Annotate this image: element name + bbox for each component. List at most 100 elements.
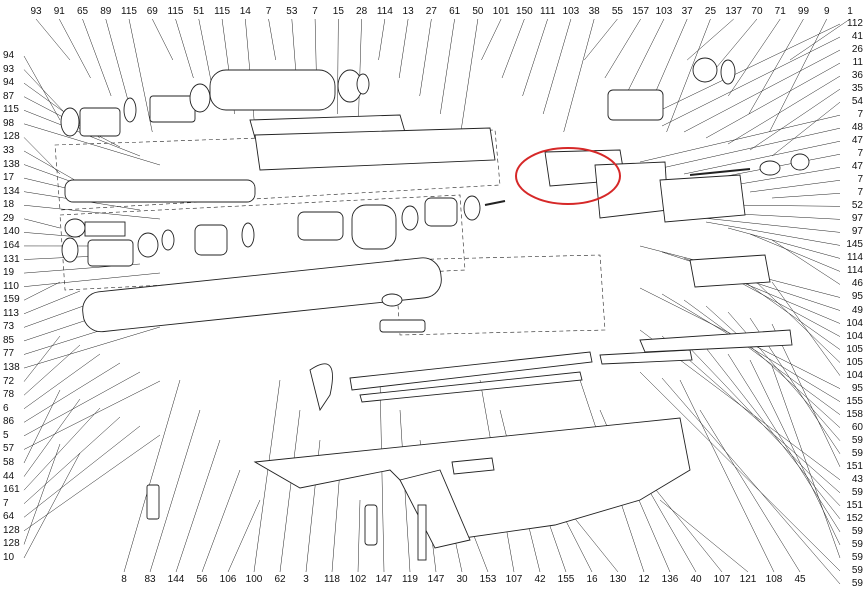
callout-right-3: 11 bbox=[852, 57, 863, 69]
callout-bottom-25: 108 bbox=[765, 574, 783, 585]
callout-right-14: 52 bbox=[851, 200, 863, 212]
callout-right-22: 49 bbox=[851, 304, 863, 316]
callout-right-17: 145 bbox=[846, 239, 863, 251]
callout-left-5: 98 bbox=[3, 117, 15, 129]
callout-right-23: 104 bbox=[846, 317, 863, 329]
callout-top-12: 7 bbox=[312, 6, 318, 17]
callout-right-10: 7 bbox=[857, 148, 863, 160]
callout-right-5: 35 bbox=[851, 83, 863, 95]
parts-drawing bbox=[54, 57, 810, 561]
small-parts bbox=[146, 484, 427, 561]
callout-right-12: 7 bbox=[857, 174, 863, 186]
callout-left-20: 73 bbox=[3, 321, 15, 333]
callout-top-30: 137 bbox=[725, 6, 743, 17]
callout-bottom-5: 100 bbox=[245, 574, 263, 585]
callout-left-34: 64 bbox=[3, 511, 15, 523]
callout-top-11: 53 bbox=[286, 6, 298, 17]
callout-left-2: 94 bbox=[3, 77, 15, 89]
callout-left-7: 33 bbox=[3, 144, 15, 156]
callout-right-29: 155 bbox=[846, 395, 863, 407]
callout-left-23: 138 bbox=[3, 362, 20, 374]
callout-top-0: 93 bbox=[30, 6, 42, 17]
callout-bottom-24: 121 bbox=[739, 574, 757, 585]
middle-tubes bbox=[61, 195, 506, 267]
callout-right-8: 48 bbox=[851, 122, 863, 134]
callout-top-1: 91 bbox=[53, 6, 65, 17]
callout-top-26: 157 bbox=[632, 6, 650, 17]
callout-right-7: 7 bbox=[857, 109, 863, 121]
callout-left-36: 128 bbox=[3, 538, 20, 550]
callout-bottom-2: 144 bbox=[167, 574, 185, 585]
callout-left-0: 94 bbox=[3, 50, 15, 61]
callout-right-42: 59 bbox=[851, 564, 863, 576]
callout-left-19: 113 bbox=[3, 307, 19, 319]
callout-bottom-4: 106 bbox=[219, 574, 237, 585]
callout-left-4: 115 bbox=[3, 104, 19, 116]
callout-top-32: 71 bbox=[774, 6, 786, 17]
callout-left-29: 57 bbox=[3, 443, 15, 455]
callout-top-13: 15 bbox=[332, 6, 344, 17]
callout-top-22: 111 bbox=[540, 6, 556, 17]
callout-bottom-20: 12 bbox=[638, 574, 650, 585]
callout-left-1: 93 bbox=[3, 63, 15, 75]
barrel-shroud bbox=[64, 114, 496, 333]
callout-right-20: 46 bbox=[851, 278, 863, 290]
callout-right-6: 54 bbox=[851, 96, 863, 108]
callout-right-30: 158 bbox=[846, 408, 863, 420]
callout-right-34: 151 bbox=[846, 460, 863, 472]
callout-right-9: 47 bbox=[851, 135, 863, 147]
receiver-block bbox=[544, 89, 771, 288]
callout-right-11: 47 bbox=[851, 161, 863, 173]
callout-right-31: 60 bbox=[851, 421, 863, 433]
callout-right-35: 43 bbox=[851, 473, 863, 485]
callout-right-24: 104 bbox=[846, 330, 863, 342]
callout-top-23: 103 bbox=[562, 6, 580, 17]
callout-right-39: 59 bbox=[851, 525, 863, 537]
callout-left-33: 7 bbox=[3, 497, 9, 509]
callout-right-27: 104 bbox=[846, 369, 863, 381]
callout-bottom-10: 147 bbox=[375, 574, 393, 585]
callout-top-4: 115 bbox=[121, 6, 137, 17]
callout-bottom-7: 3 bbox=[303, 574, 309, 585]
callout-top-27: 103 bbox=[655, 6, 673, 17]
callout-right-26: 105 bbox=[846, 356, 863, 368]
callout-bottom-1: 83 bbox=[144, 574, 156, 585]
callout-top-19: 50 bbox=[472, 6, 484, 17]
callout-left-16: 19 bbox=[3, 267, 15, 279]
callout-bottom-8: 118 bbox=[324, 574, 340, 585]
callout-left-3: 87 bbox=[3, 90, 15, 102]
callout-top-10: 7 bbox=[265, 6, 272, 17]
callout-top-35: 1 bbox=[847, 6, 853, 17]
callout-right-32: 59 bbox=[851, 434, 863, 446]
moderator-assembly bbox=[60, 69, 370, 137]
callout-left-21: 85 bbox=[3, 334, 15, 346]
callout-left-17: 110 bbox=[3, 280, 19, 292]
callout-left-28: 5 bbox=[3, 429, 9, 441]
callout-left-13: 140 bbox=[3, 226, 20, 238]
callout-top-34: 9 bbox=[823, 6, 830, 17]
callout-bottom-17: 155 bbox=[557, 574, 575, 585]
callout-bottom-14: 153 bbox=[479, 574, 497, 585]
callout-bottom-3: 56 bbox=[196, 574, 208, 585]
callout-right-4: 36 bbox=[851, 70, 863, 82]
guide-boxes bbox=[54, 129, 606, 336]
callout-left-27: 86 bbox=[3, 416, 15, 428]
callout-right-16: 97 bbox=[851, 226, 863, 238]
callout-right-36: 59 bbox=[851, 486, 863, 498]
callout-right-40: 59 bbox=[851, 538, 863, 550]
callout-bottom-6: 62 bbox=[274, 574, 286, 585]
callout-right-19: 114 bbox=[847, 265, 863, 277]
callout-right-0: 112 bbox=[847, 18, 863, 29]
callout-left-12: 29 bbox=[3, 212, 15, 224]
callout-left-26: 6 bbox=[3, 402, 9, 414]
callout-left-6: 128 bbox=[3, 131, 20, 143]
callout-top-28: 37 bbox=[681, 6, 693, 17]
callout-right-41: 59 bbox=[851, 551, 863, 563]
callout-left-24: 72 bbox=[3, 375, 15, 387]
callout-bottom-12: 147 bbox=[427, 574, 445, 585]
callout-bottom-26: 45 bbox=[794, 574, 806, 585]
callout-right-37: 151 bbox=[846, 499, 863, 511]
callout-bottom-9: 102 bbox=[349, 574, 367, 585]
callout-top-2: 65 bbox=[76, 6, 89, 17]
callout-right-25: 105 bbox=[846, 343, 863, 355]
